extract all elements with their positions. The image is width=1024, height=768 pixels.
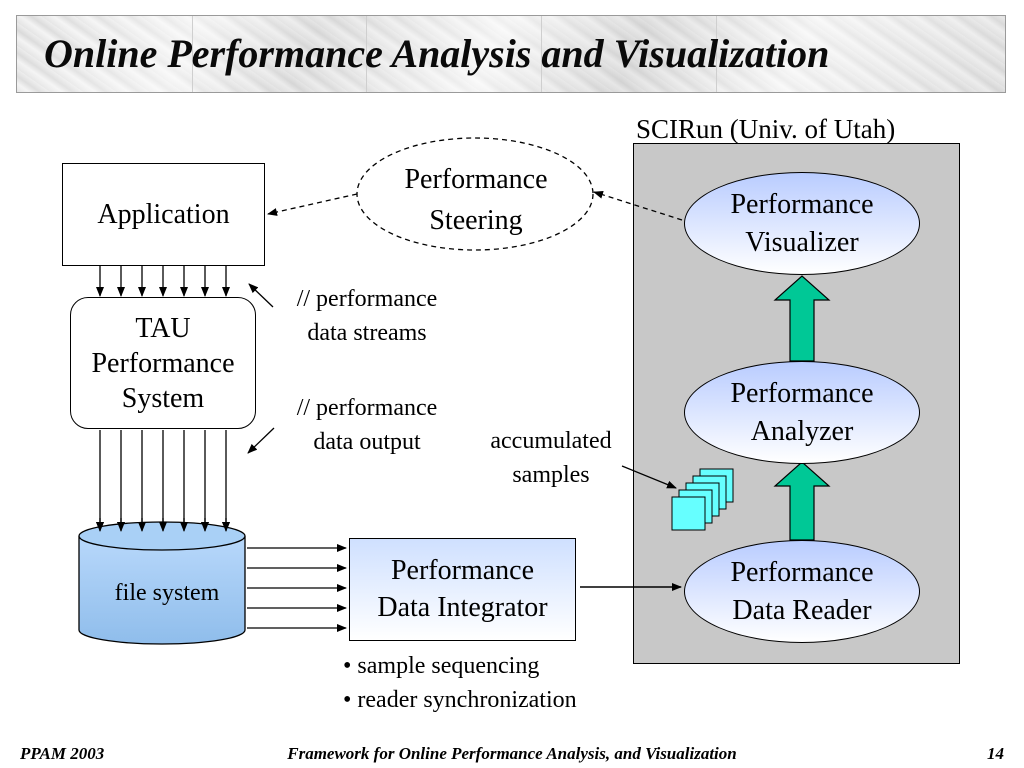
footer-left: PPAM 2003: [20, 744, 105, 763]
annotation-line: samples: [512, 461, 590, 488]
title-tile-divider: [541, 16, 542, 92]
annotation-line: // performance: [296, 395, 438, 421]
analyzer-to-visualizer-arrow: [773, 275, 831, 362]
reader-label-line: Data Reader: [732, 594, 872, 626]
scirun-label: SCIRun (Univ. of Utah): [636, 114, 896, 144]
data-streams-annotation: // performance data streams: [282, 283, 452, 350]
performance-steering-label: Performance Steering: [360, 160, 592, 241]
title-tile-divider: [366, 16, 367, 92]
annotation-line: // performance: [296, 286, 438, 312]
bullet-item: • reader synchronization: [343, 686, 577, 713]
performance-data-integrator-box: Performance Data Integrator: [349, 538, 576, 641]
bullet-item: • sample sequencing: [343, 653, 540, 679]
accumulated-samples-stack: [671, 468, 734, 531]
analyzer-label-line: Performance: [730, 377, 874, 409]
accumulated-pointer: [621, 465, 677, 489]
reader-label-line: Performance: [730, 556, 874, 588]
tau-to-filesystem-arrows: [96, 430, 230, 532]
integrator-label-line: Data Integrator: [377, 591, 548, 623]
output-pointer: [247, 427, 275, 454]
visualizer-to-steering-arrow: [593, 190, 683, 221]
filesystem-arrow-tips: [96, 518, 230, 532]
title-bar: [16, 15, 1006, 93]
tau-label-line: System: [121, 382, 205, 414]
application-label: Application: [97, 198, 230, 230]
streams-pointer: [248, 283, 274, 308]
performance-analyzer-oval: Performance Analyzer: [684, 361, 920, 464]
accumulated-samples-annotation: accumulated samples: [476, 425, 626, 492]
steering-label-line: Steering: [429, 204, 523, 236]
annotation-line: data streams: [307, 319, 427, 346]
steering-label-line: Performance: [404, 164, 548, 195]
application-to-tau-arrows: [96, 266, 230, 297]
slide-title: Online Performance Analysis and Visualiz…: [44, 31, 830, 76]
integrator-bullet-list: • sample sequencing • reader synchroniza…: [343, 650, 577, 717]
title-tile-divider: [192, 16, 193, 92]
tau-performance-system-box: TAU Performance System: [70, 297, 256, 429]
tau-label-line: Performance: [91, 347, 235, 379]
steering-to-application-arrow: [267, 193, 358, 216]
slide-number: 14: [987, 744, 1004, 763]
visualizer-label-line: Visualizer: [745, 226, 859, 258]
data-output-annotation: // performance data output: [282, 392, 452, 459]
file-system-label: file system: [114, 580, 220, 606]
reader-to-analyzer-arrow: [773, 461, 831, 541]
annotation-line: data output: [313, 428, 421, 455]
tau-label-line: TAU: [135, 312, 191, 344]
performance-visualizer-oval: Performance Visualizer: [684, 172, 920, 275]
application-box: Application: [62, 163, 265, 266]
filesystem-to-integrator-arrows: [247, 544, 347, 632]
annotation-line: accumulated: [490, 428, 612, 454]
integrator-label-line: Performance: [390, 555, 535, 587]
analyzer-label-line: Analyzer: [750, 415, 854, 447]
performance-data-reader-oval: Performance Data Reader: [684, 540, 920, 643]
visualizer-label-line: Performance: [730, 188, 874, 220]
title-tile-divider: [716, 16, 717, 92]
footer-center: Framework for Online Performance Analysi…: [287, 744, 737, 763]
